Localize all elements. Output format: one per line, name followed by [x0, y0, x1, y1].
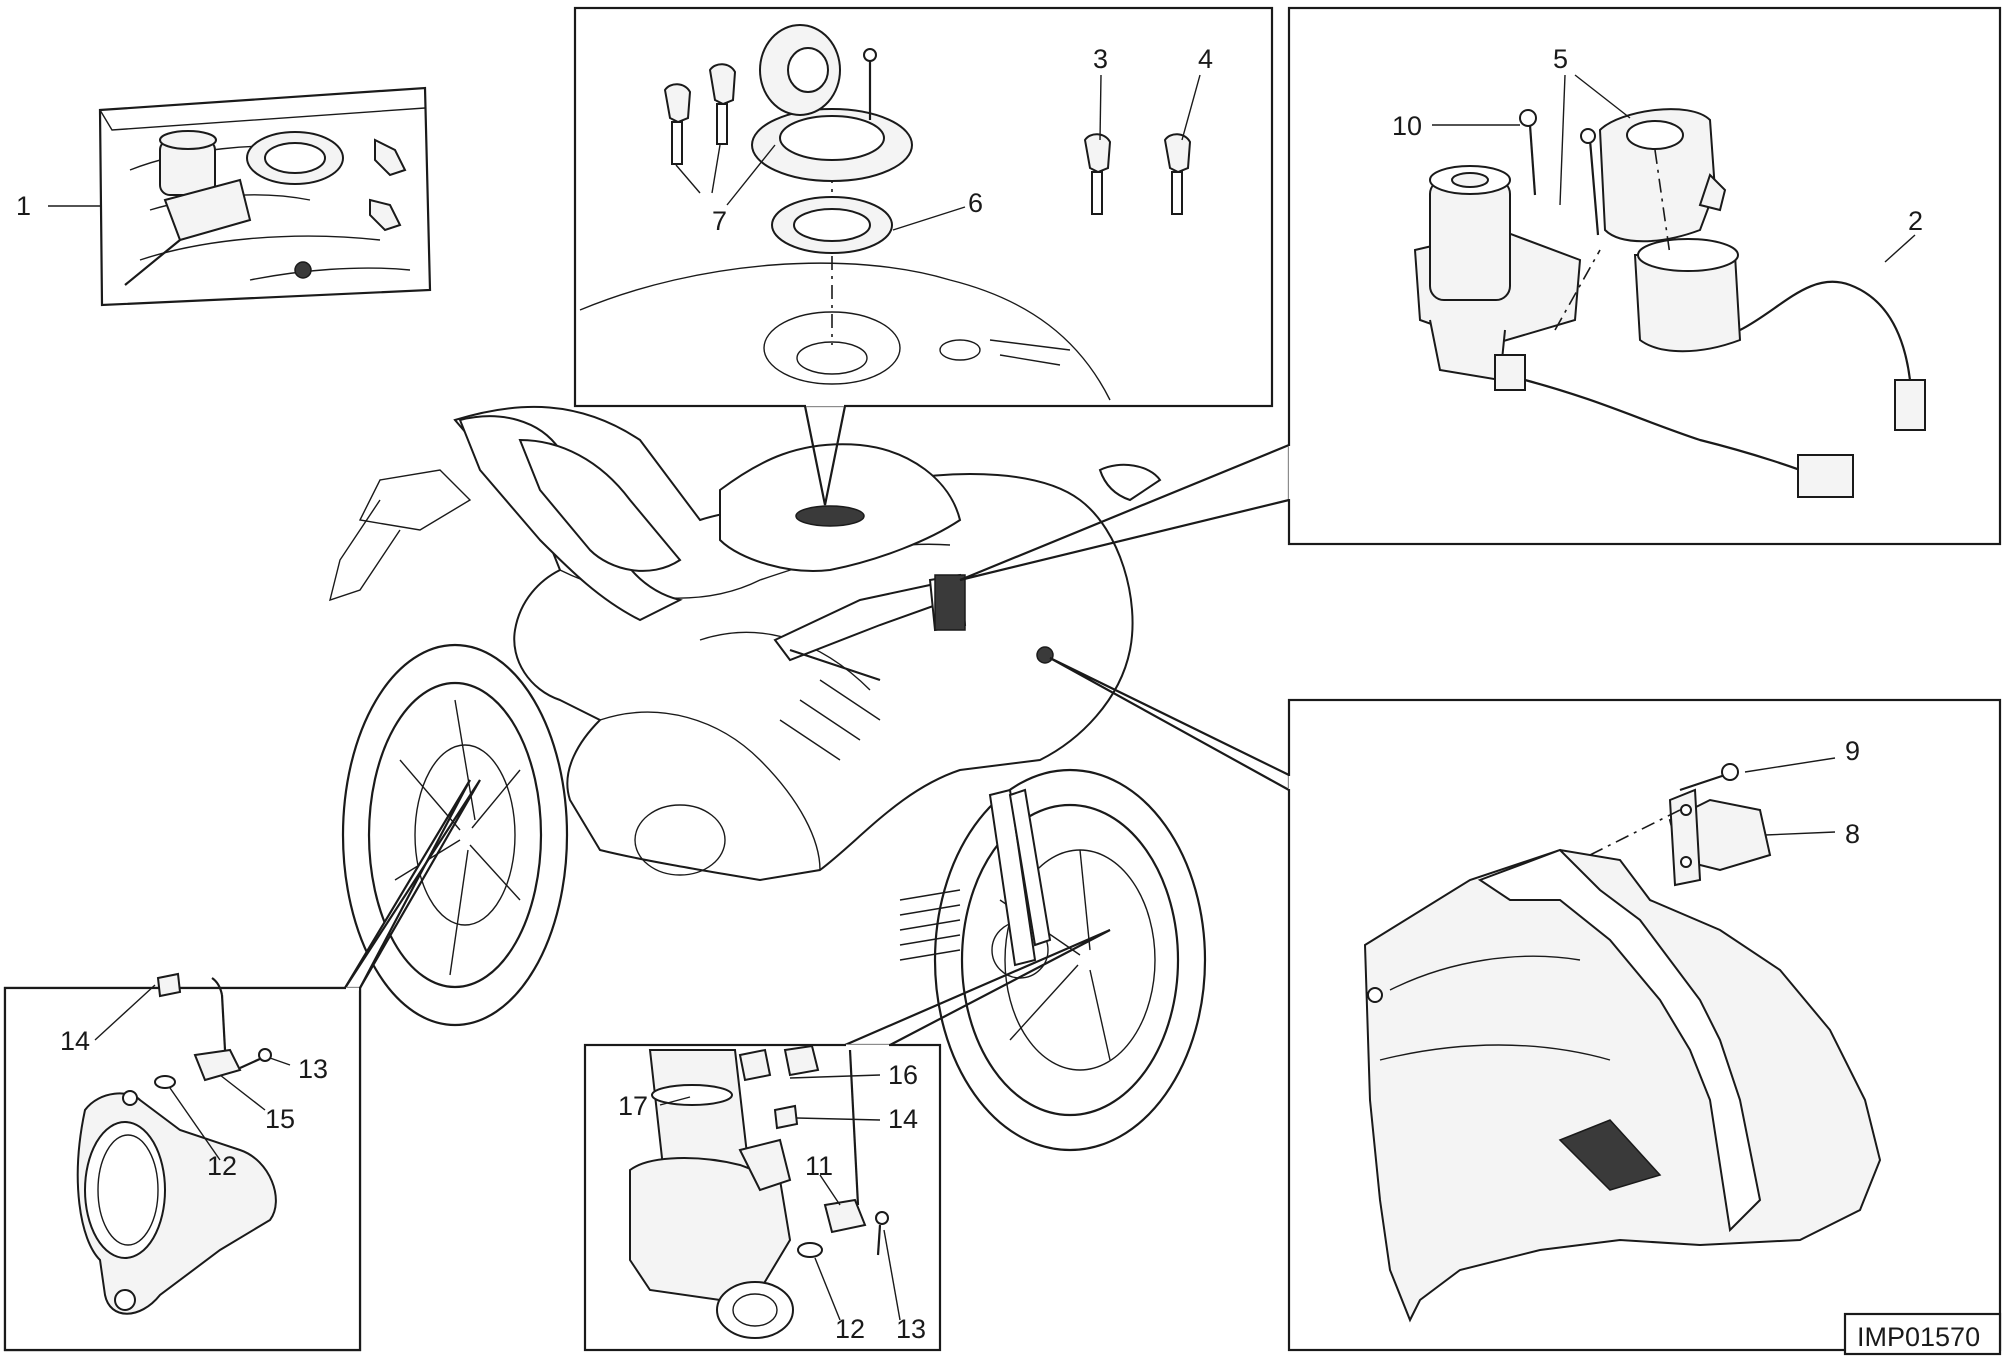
callout-12a: 12	[207, 1151, 237, 1181]
callout-6: 6	[968, 188, 983, 218]
fuel-cap-panel	[573, 6, 1274, 506]
drawing-id: IMP01570	[1857, 1322, 1980, 1352]
ignition-lock-kit-panel	[98, 86, 432, 307]
callout-10: 10	[1392, 111, 1422, 141]
front-wheel-sensor-panel	[583, 928, 1111, 1352]
callout-14a: 14	[60, 1026, 90, 1056]
callout-13b: 13	[896, 1314, 926, 1344]
motorcycle-illustration	[329, 405, 1207, 1152]
callout-15: 15	[265, 1104, 295, 1134]
callout-12b: 12	[835, 1314, 865, 1344]
callout-5: 5	[1553, 44, 1568, 74]
drawing-id-box: IMP01570	[1843, 1312, 2002, 1356]
callout-3: 3	[1093, 44, 1108, 74]
callout-13a: 13	[298, 1054, 328, 1084]
callout-14b: 14	[888, 1104, 918, 1134]
callout-11: 11	[805, 1151, 833, 1181]
airbox-sensor-panel	[1049, 657, 2002, 1352]
callout-7: 7	[712, 206, 727, 236]
callout-labels: 1 2 3 4 5 6 7 8 9 10 11 12 12 13 13 14 1…	[16, 44, 1923, 1344]
fuel-cap-on-bike	[795, 505, 865, 527]
callout-9: 9	[1845, 736, 1860, 766]
callout-2: 2	[1908, 206, 1923, 236]
callout-16: 16	[888, 1060, 918, 1090]
ignition-switch-panel	[959, 6, 2002, 582]
callout-8: 8	[1845, 819, 1860, 849]
rear-wheel-sensor-panel	[3, 779, 481, 1352]
callout-4: 4	[1198, 44, 1213, 74]
callout-1: 1	[16, 191, 31, 221]
callout-17: 17	[618, 1091, 648, 1121]
